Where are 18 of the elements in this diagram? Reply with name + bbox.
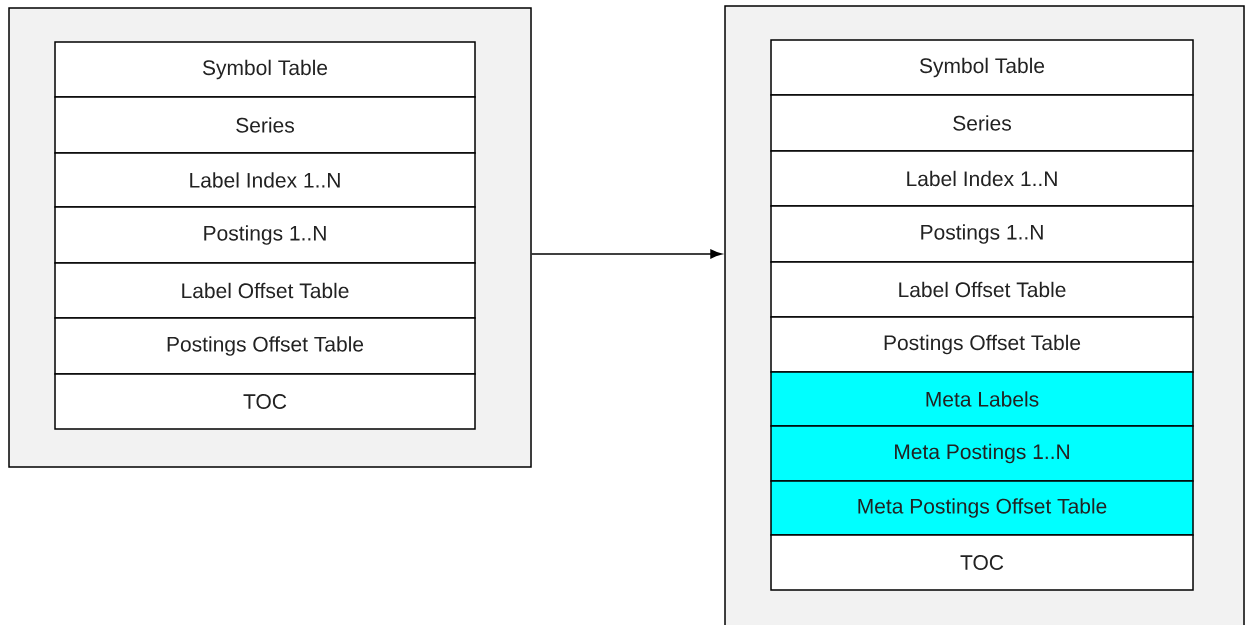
section-row: Postings Offset Table bbox=[54, 317, 476, 375]
section-row: TOC bbox=[54, 373, 476, 430]
section-row: Meta Postings 1..N bbox=[770, 425, 1194, 482]
section-row: Label Offset Table bbox=[54, 262, 476, 319]
section-row: Postings 1..N bbox=[54, 206, 476, 264]
section-row: Meta Labels bbox=[770, 371, 1194, 427]
section-row: Series bbox=[54, 96, 476, 154]
section-row: Label Index 1..N bbox=[770, 150, 1194, 207]
section-row: Label Offset Table bbox=[770, 261, 1194, 318]
section-row: Symbol Table bbox=[770, 39, 1194, 96]
section-row: Symbol Table bbox=[54, 41, 476, 98]
arrow bbox=[531, 249, 722, 259]
section-row: Meta Postings Offset Table bbox=[770, 480, 1194, 536]
section-row: Series bbox=[770, 94, 1194, 152]
section-row: Label Index 1..N bbox=[54, 152, 476, 208]
section-row: Postings Offset Table bbox=[770, 316, 1194, 373]
section-row: Postings 1..N bbox=[770, 205, 1194, 263]
section-row: TOC bbox=[770, 534, 1194, 591]
